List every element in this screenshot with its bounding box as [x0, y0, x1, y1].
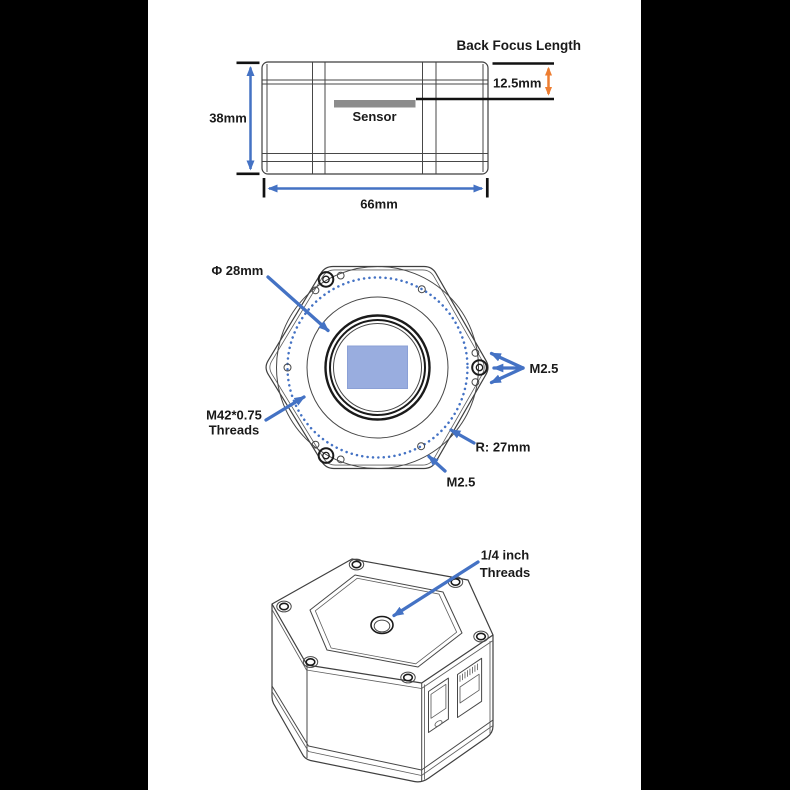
sensor-bar	[334, 100, 416, 108]
m42-thread-arrow	[264, 395, 306, 422]
tripod-label-line2: Threads	[480, 565, 531, 580]
lens-ring-outer	[324, 314, 431, 421]
ethernet-port	[457, 657, 483, 718]
front-body-circle	[276, 266, 479, 469]
m25-right-fork-arrows	[489, 351, 525, 385]
back-focus-title: Back Focus Length	[457, 38, 582, 53]
m25-bottom-label: M2.5	[447, 475, 476, 490]
side-body-outline	[261, 61, 489, 175]
m25-holes	[283, 271, 480, 464]
usb-port	[428, 677, 449, 733]
front-view: Φ 28mm M42*0.75 Threads M2.5 R: 27mm M2.…	[206, 263, 558, 490]
radius-label: R: 27mm	[476, 440, 531, 455]
lens-ring-mid	[329, 319, 426, 416]
tripod-label-line1: 1/4 inch	[481, 548, 529, 563]
front-corner-screws	[317, 271, 488, 464]
tripod-hole-outer	[370, 615, 394, 635]
iso-vertical-edges	[306, 665, 423, 781]
width-dimension-ticks	[262, 178, 489, 198]
lens-ring-inner	[333, 323, 422, 412]
iso-top-chamfer-line	[271, 609, 494, 689]
width-dimension-label: 66mm	[360, 197, 398, 212]
ethernet-pins	[459, 663, 478, 682]
sensor-window	[347, 345, 408, 389]
height-dimension-label: 38mm	[209, 111, 247, 126]
iso-view: 1/4 inch Threads	[271, 548, 531, 783]
iso-corner-screws	[276, 558, 489, 684]
iso-body-silhouette	[271, 558, 494, 783]
m25-right-label: M2.5	[530, 361, 559, 376]
iso-top-recess-outer	[309, 574, 463, 668]
side-view: Sensor 38mm 66mm Back Focus Length 12.5m…	[209, 38, 581, 212]
side-body-bands	[262, 79, 488, 162]
content-background	[148, 0, 641, 790]
sensor-label: Sensor	[352, 109, 396, 124]
m42-thread-label-line2: Threads	[209, 423, 260, 438]
tripod-hole-inner	[373, 619, 391, 633]
iso-top-recess-inner	[314, 577, 458, 665]
iso-topface-front-edges	[271, 603, 494, 684]
m42-thread-circle	[306, 296, 449, 439]
tripod-arrow	[392, 560, 480, 618]
radius-arrow	[449, 428, 476, 445]
lens-diameter-label: Φ 28mm	[212, 263, 264, 278]
back-focus-value: 12.5mm	[493, 76, 541, 91]
iso-bottom-band-upper	[271, 685, 494, 771]
iso-bottom-band-lower	[271, 691, 494, 776]
iso-vertical-edge-doubles	[424, 641, 491, 780]
lens-diameter-arrow	[266, 275, 330, 333]
bolt-circle-dotted	[286, 276, 469, 459]
height-dimension-ticks	[236, 61, 260, 176]
m25-bottom-arrow	[427, 454, 447, 473]
m42-thread-label-line1: M42*0.75	[206, 408, 262, 423]
side-body-columns	[312, 62, 437, 174]
